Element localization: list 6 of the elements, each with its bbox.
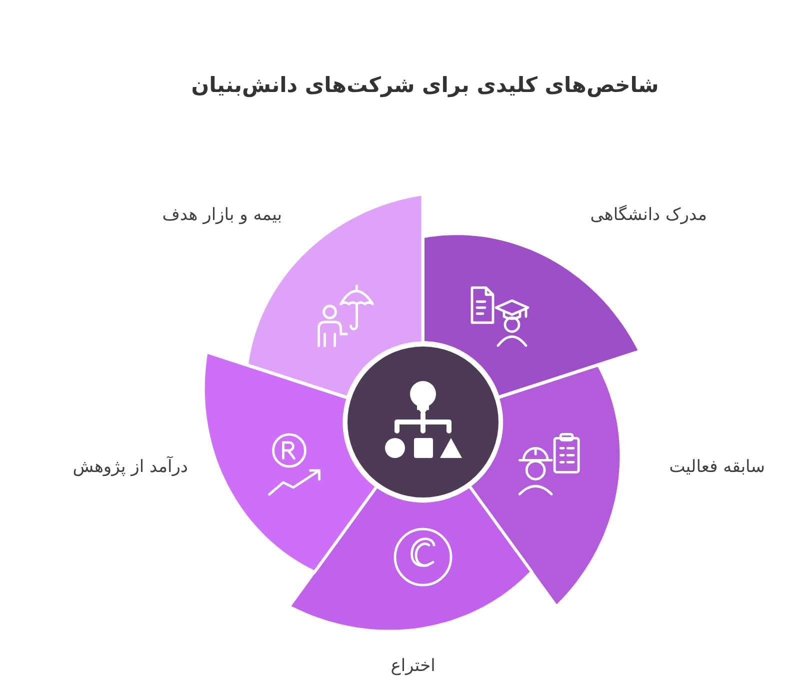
- diagram-title: شاخص‌های کلیدی برای شرکت‌های دانش‌بنیان: [191, 72, 659, 98]
- segment-label: اختراع: [390, 656, 436, 678]
- segment-label: مدرک دانشگاهی: [590, 205, 707, 227]
- segment-label: بیمه و بازار هدف: [162, 205, 282, 227]
- segment-label: درآمد از پژوهش: [72, 457, 188, 479]
- segment-label: سابقه فعالیت: [669, 457, 765, 479]
